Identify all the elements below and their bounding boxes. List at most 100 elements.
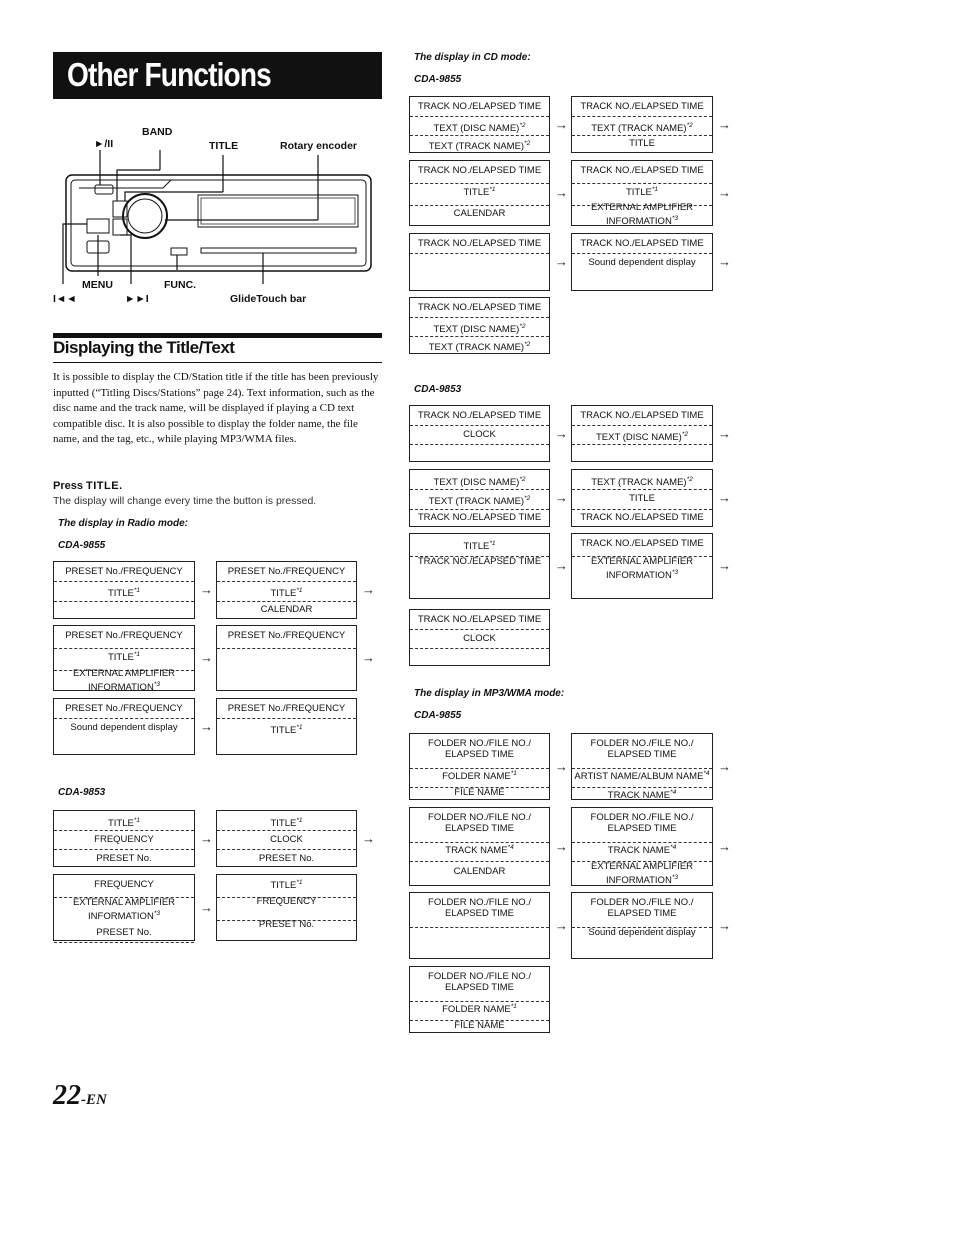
display-flow-box: FOLDER NO./FILE NO./ELAPSED TIME FOLDER N… — [409, 966, 550, 1033]
display-divider — [410, 927, 549, 928]
display-item: TITLE*1 — [217, 815, 356, 829]
display-flow-box: TRACK NO./ELAPSED TIME TEXT (DISC NAME)*2… — [409, 96, 550, 153]
display-item-text: FILE NAME — [454, 1020, 505, 1031]
display-item-text: TEXT (DISC NAME) — [433, 123, 520, 135]
display-divider — [410, 861, 549, 862]
display-divider — [54, 897, 194, 898]
display-item-text: TRACK NO./ELAPSED TIME — [417, 101, 542, 112]
display-item-text: TRACK NO./ELAPSED TIME — [580, 410, 704, 421]
display-item-text: ELAPSED TIME — [445, 749, 514, 760]
display-item-note: *2 — [524, 495, 531, 502]
display-item: ELAPSED TIME — [410, 982, 549, 993]
car-stereo-illustration — [62, 150, 372, 284]
display-item-text: FILE NAME — [454, 787, 505, 798]
display-item: CLOCK — [410, 429, 549, 440]
display-item: TEXT (TRACK NAME)*2 — [410, 138, 549, 152]
display-item-text: TEXT (DISC NAME) — [433, 477, 520, 489]
display-item-text: ELAPSED TIME — [607, 749, 677, 760]
display-item-text: TEXT (TRACK NAME) — [428, 141, 525, 153]
section-title: Displaying the Title/Text — [53, 338, 235, 357]
display-divider — [217, 581, 356, 582]
display-item-text: TITLE — [463, 541, 490, 553]
display-item: TEXT (DISC NAME)*2 — [410, 321, 549, 335]
display-item-note: *1 — [296, 724, 303, 731]
display-item-text: EXTERNAL AMPLIFIER — [72, 897, 176, 908]
display-divider — [410, 336, 549, 337]
display-item-text: TRACK NO./ELAPSED TIME — [580, 512, 704, 523]
flow-arrow: → — [718, 116, 731, 132]
display-item-text: CLOCK — [270, 834, 303, 845]
display-item: TRACK NO./ELAPSED TIME — [572, 165, 712, 176]
display-item-text: TITLE — [107, 588, 134, 600]
display-item: TITLE — [572, 138, 712, 149]
flow-arrow: → — [718, 425, 731, 441]
display-divider — [410, 1020, 549, 1021]
display-item-note: *3 — [671, 215, 678, 222]
display-item-text: TITLE — [629, 493, 655, 504]
display-item-note: *2 — [524, 341, 531, 348]
display-divider — [410, 648, 549, 649]
display-item: FREQUENCY — [54, 879, 194, 890]
display-item-note: *2 — [519, 122, 526, 129]
display-item-text: PRESET No./FREQUENCY — [65, 566, 183, 577]
display-item: TEXT (TRACK NAME)*2 — [410, 339, 549, 353]
display-item-text: ELAPSED TIME — [607, 823, 677, 834]
display-divider — [410, 425, 549, 426]
display-item-note: *1 — [510, 1003, 517, 1010]
display-item-text: TITLE — [107, 652, 134, 664]
display-item: Sound dependent display — [572, 927, 712, 938]
display-item-note: *3 — [671, 874, 678, 881]
display-divider — [217, 601, 356, 602]
display-item: PRESET No./FREQUENCY — [217, 630, 356, 641]
display-item: FILE NAME — [410, 1020, 549, 1031]
display-item-text: TITLE — [463, 187, 490, 199]
label-next: ►►I — [125, 293, 149, 305]
display-divider — [572, 787, 712, 788]
display-item-text: INFORMATION — [606, 570, 672, 582]
display-item-note: *2 — [681, 431, 688, 438]
display-item: TRACK NO./ELAPSED TIME — [410, 512, 549, 523]
label-band: BAND — [142, 126, 173, 138]
display-divider — [54, 670, 194, 671]
label-func: FUNC. — [164, 279, 197, 291]
display-item-text: ELAPSED TIME — [445, 908, 514, 919]
display-item: FOLDER NO./FILE NO./ — [572, 738, 712, 749]
page-title-bar: Other Functions — [53, 52, 382, 99]
display-divider — [54, 648, 194, 649]
flow-arrow: → — [555, 490, 568, 505]
display-item: FOLDER NAME*1 — [410, 1001, 549, 1015]
display-item-note: *3 — [671, 569, 678, 576]
display-divider — [572, 768, 712, 769]
display-item-text: TRACK NO./ELAPSED TIME — [580, 538, 704, 549]
flow-arrow: → — [362, 650, 375, 665]
display-item: ELAPSED TIME — [410, 749, 549, 760]
display-divider — [410, 444, 549, 445]
display-item-text: TRACK NO./ELAPSED TIME — [417, 238, 542, 249]
display-divider — [217, 920, 356, 921]
display-divider — [410, 253, 549, 254]
display-item-note: *1 — [133, 651, 141, 658]
display-item-note: *3 — [153, 681, 160, 688]
display-item-note: *2 — [519, 323, 526, 330]
display-item-text: Sound dependent display — [70, 722, 178, 733]
display-item-text: PRESET No. — [96, 853, 152, 864]
display-item: TITLE*1 — [54, 815, 194, 829]
display-item: INFORMATION*3 — [572, 872, 712, 886]
press-instruction: Press TITLE. — [53, 480, 122, 492]
display-item: PRESET No./FREQUENCY — [217, 703, 356, 714]
flow-arrow: → — [200, 718, 213, 734]
display-item: TEXT (TRACK NAME)*2 — [572, 120, 712, 134]
display-divider — [572, 425, 712, 426]
display-item-text: TRACK NAME — [445, 845, 508, 857]
display-item-text: PRESET No. — [258, 919, 315, 930]
label-glidetouch: GlideTouch bar — [230, 293, 307, 305]
radio-heading: The display in Radio mode: — [58, 518, 189, 529]
display-item: EXTERNAL AMPLIFIER — [572, 202, 712, 213]
display-item: FOLDER NO./FILE NO./ — [410, 971, 549, 982]
